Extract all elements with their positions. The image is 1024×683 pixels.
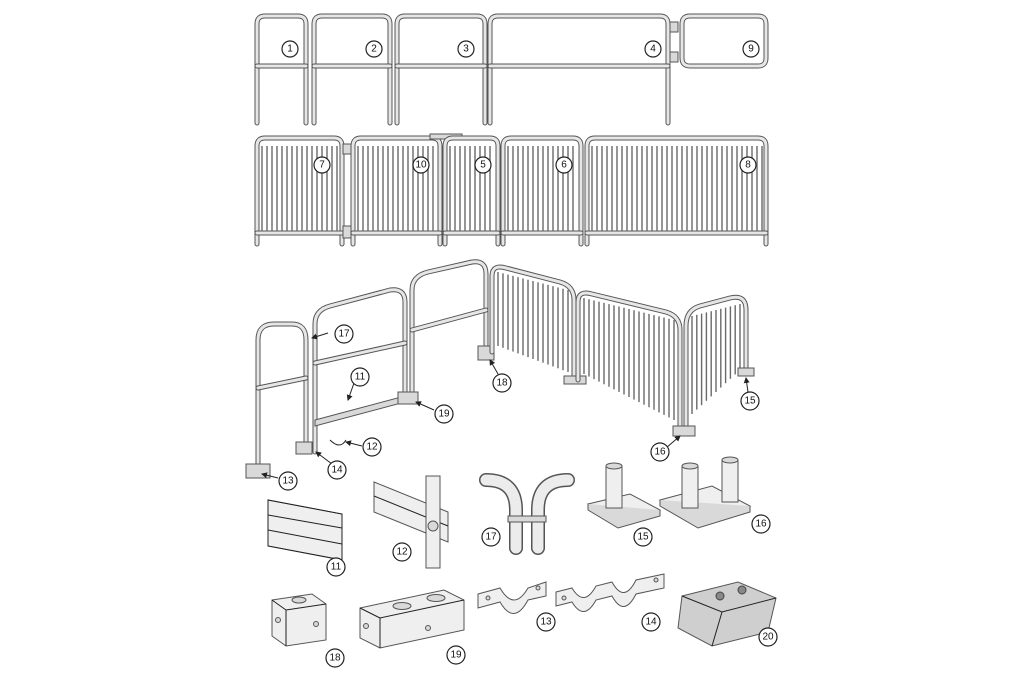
base-plate	[563, 375, 587, 385]
callout: 9	[742, 40, 760, 58]
callout-label: 17	[338, 329, 350, 340]
callout-label: 15	[744, 396, 756, 407]
foot-13	[245, 463, 271, 479]
rail-panel-perspective-1	[312, 287, 408, 455]
callout: 17	[334, 324, 354, 344]
callout-label: 9	[748, 44, 754, 55]
part-kick-plate-profile	[267, 499, 343, 561]
callout: 11	[350, 367, 370, 387]
callout: 12	[392, 542, 412, 562]
foot-19	[397, 391, 419, 405]
callout-label: 16	[755, 519, 767, 530]
callout: 19	[434, 404, 454, 424]
barred-panels-row: 7 10 5 6 8	[254, 133, 769, 247]
barred-panel-5	[442, 135, 501, 247]
callout-label: 19	[450, 650, 462, 661]
callout-label: 8	[745, 160, 751, 171]
callout: 18	[492, 373, 512, 393]
callout-label: 18	[329, 653, 341, 664]
part-single-post-base	[586, 462, 662, 529]
part-single-foot-bracket	[271, 593, 327, 647]
callout: 16	[650, 442, 670, 462]
barred-panel-10	[350, 135, 443, 247]
callout: 19	[446, 645, 466, 665]
callout: 16	[751, 514, 771, 534]
callout-label: 20	[762, 632, 774, 643]
parts-row-2: 18 19 13 14 20	[271, 573, 778, 668]
callout-label: 15	[637, 532, 649, 543]
callout-label: 1	[287, 44, 293, 55]
barred-panel-7	[254, 135, 345, 247]
part-double-clamp	[555, 573, 665, 612]
callout-label: 10	[415, 160, 427, 171]
callout-label: 14	[331, 465, 343, 476]
barred-panel-8	[584, 135, 769, 247]
callout: 8	[739, 156, 757, 174]
callout-label: 7	[319, 160, 325, 171]
callout-label: 3	[463, 44, 469, 55]
part-single-clamp	[477, 581, 547, 614]
callout: 15	[633, 527, 653, 547]
callout: 11	[326, 557, 346, 577]
rail-panel-perspective-2	[409, 259, 489, 401]
callout-label: 17	[485, 532, 497, 543]
callout: 7	[313, 156, 331, 174]
rail-panel-2	[311, 13, 393, 126]
callout: 1	[281, 40, 299, 58]
assembled-fence: 17 11 12 13 14 19 18 16 15	[245, 259, 760, 491]
callout: 14	[641, 612, 661, 632]
barred-panel-perspective-2	[575, 290, 683, 433]
rail-gate-9	[669, 13, 769, 69]
foot-14	[295, 441, 313, 455]
callout: 3	[457, 40, 475, 58]
barred-panel-perspective-1	[489, 264, 577, 383]
callout: 2	[365, 40, 383, 58]
barred-panel-6	[500, 135, 584, 247]
callout: 5	[474, 156, 492, 174]
part-double-post-base	[658, 456, 752, 529]
part-double-foot-bracket	[359, 589, 465, 649]
callout: 13	[536, 612, 556, 632]
callout-label: 12	[366, 442, 378, 453]
callout-label: 5	[480, 160, 486, 171]
callout-label: 11	[331, 562, 342, 573]
kick-plate	[314, 395, 406, 427]
part-kick-plate-clamp	[373, 475, 449, 569]
callout: 6	[555, 156, 573, 174]
callout: 17	[481, 527, 501, 547]
callout-label: 14	[645, 617, 657, 628]
rail-panel-3	[394, 13, 488, 126]
callout-label: 13	[540, 617, 552, 628]
callout-label: 6	[561, 160, 567, 171]
callout: 10	[412, 156, 430, 174]
barred-panel-perspective-3	[683, 294, 749, 433]
part-tube-connector	[479, 473, 575, 555]
callout: 13	[278, 471, 298, 491]
callout-label: 4	[650, 44, 656, 55]
base-plate-16	[672, 425, 696, 437]
callout-label: 13	[282, 476, 294, 487]
callout-label: 19	[438, 409, 450, 420]
base-plate-15	[737, 367, 755, 377]
callout: 14	[327, 460, 347, 480]
callout-label: 12	[396, 547, 408, 558]
callout-label: 16	[654, 447, 666, 458]
part-concrete-block	[677, 581, 777, 647]
rail-panel-1	[254, 13, 309, 126]
callout-label: 2	[371, 44, 377, 55]
callout: 12	[362, 437, 382, 457]
parts-row-1: 11 12 17 15 16	[267, 456, 771, 577]
callout-label: 18	[496, 378, 508, 389]
end-rail-panel	[255, 321, 309, 473]
open-rail-panels-row: 1 2 3 4 9	[254, 13, 769, 126]
rail-panel-4	[487, 13, 671, 126]
callout: 4	[644, 40, 662, 58]
callout: 15	[740, 391, 760, 411]
u-bolt	[329, 439, 347, 446]
callout: 20	[758, 627, 778, 647]
callout-label: 11	[355, 372, 366, 383]
callout: 18	[325, 648, 345, 668]
